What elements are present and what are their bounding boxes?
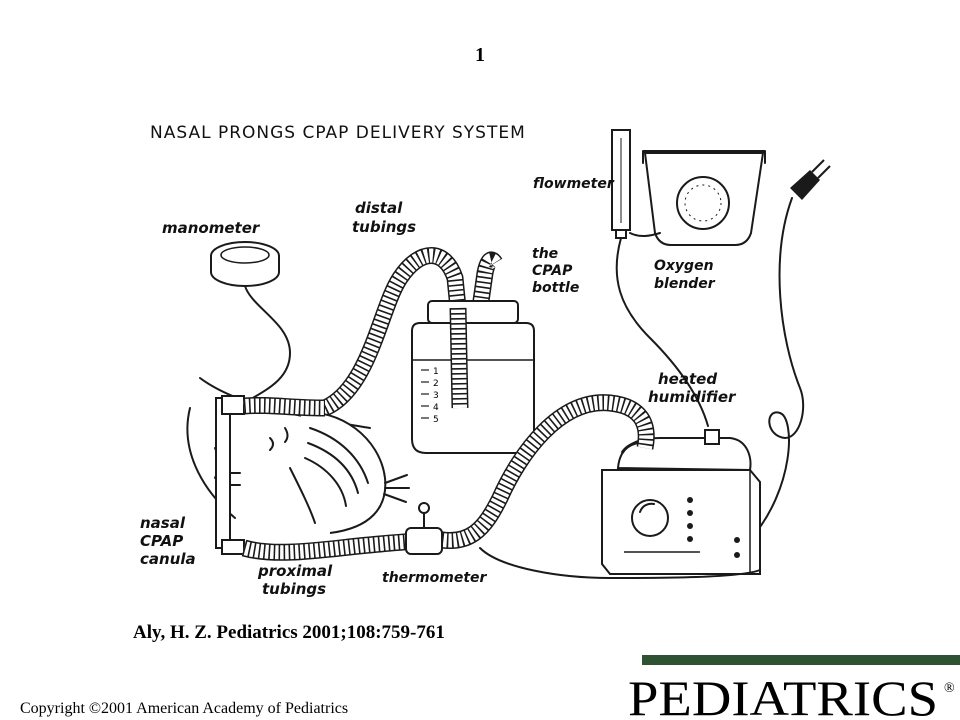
- heated-humidifier: [479, 429, 761, 579]
- nasal-canula: [215, 395, 245, 555]
- cpap-delivery-diagram: NASAL PRONGS CPAP DELIVERY SYSTEM manome…: [140, 123, 831, 598]
- bottle-scale-2: 2: [433, 379, 439, 389]
- bottle-label-2: CPAP: [532, 263, 573, 279]
- proximal-label-2: tubings: [262, 580, 326, 598]
- thermometer-label: thermometer: [382, 570, 488, 586]
- pediatrics-logo: PEDIATRICS ®: [628, 670, 955, 720]
- flowmeter-label: flowmeter: [533, 176, 615, 192]
- proximal-label-1: proximal: [257, 562, 333, 580]
- slide-number: 1: [475, 44, 485, 66]
- blender-label-1: Oxygen: [654, 258, 714, 274]
- distal-label-1: distal: [355, 199, 403, 217]
- bottle-label-1: the: [532, 246, 558, 262]
- oxygen-blender: [629, 150, 766, 246]
- distal-label-2: tubings: [352, 218, 416, 236]
- humidifier-label-1: heated: [658, 370, 717, 388]
- cpap-bottle: 1 2 3 4 5: [411, 300, 535, 454]
- manometer-label: manometer: [162, 219, 261, 237]
- infant-head: [186, 377, 410, 534]
- diagram-title: NASAL PRONGS CPAP DELIVERY SYSTEM: [150, 123, 526, 143]
- journal-logo-bar: [642, 655, 960, 665]
- nasal-label-1: nasal: [140, 514, 186, 532]
- citation: Aly, H. Z. Pediatrics 2001;108:759-761: [133, 622, 445, 643]
- nasal-label-3: canula: [140, 550, 196, 568]
- thermometer: [405, 502, 443, 555]
- bottle-scale-5: 5: [433, 415, 439, 425]
- bottle-label-3: bottle: [532, 280, 579, 296]
- power-plug: [749, 159, 831, 541]
- bottle-scale-4: 4: [433, 403, 439, 413]
- manometer: [210, 241, 291, 407]
- distal-tubing: [320, 247, 503, 416]
- nasal-label-2: CPAP: [140, 532, 183, 550]
- flowmeter: [611, 129, 709, 427]
- blender-label-2: blender: [654, 276, 716, 292]
- humidifier-tubing: [429, 394, 655, 550]
- registered-mark: ®: [944, 681, 955, 696]
- pediatrics-logo-text: PEDIATRICS: [628, 670, 938, 720]
- bottle-scale-1: 1: [433, 367, 439, 377]
- humidifier-label-2: humidifier: [648, 388, 737, 406]
- copyright-notice: Copyright ©2001 American Academy of Pedi…: [20, 700, 349, 717]
- bottle-scale-3: 3: [433, 391, 439, 401]
